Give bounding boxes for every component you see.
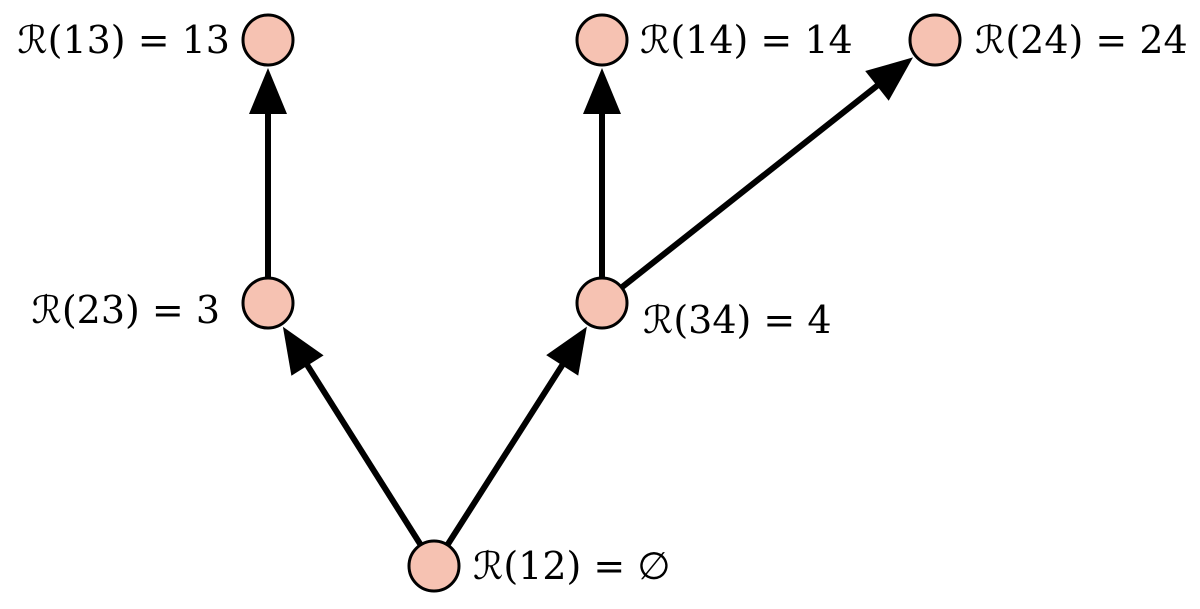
arrowhead-r23-to-r13 bbox=[249, 68, 287, 114]
node-label-r23: ℛ(23) = 3 bbox=[32, 288, 221, 332]
nodes-layer bbox=[241, 13, 962, 593]
arrowhead-r34-to-r24 bbox=[865, 57, 913, 101]
node-r34 bbox=[575, 276, 629, 330]
node-r13 bbox=[241, 13, 295, 67]
node-label-r12: ℛ(12) = ∅ bbox=[473, 544, 670, 588]
node-r14 bbox=[575, 13, 629, 67]
node-label-r24: ℛ(24) = 24 bbox=[975, 18, 1188, 62]
edge-r12-to-r34 bbox=[444, 360, 567, 547]
node-r23 bbox=[241, 276, 295, 330]
arrowhead-r12-to-r34 bbox=[546, 326, 587, 376]
node-label-r34: ℛ(34) = 4 bbox=[643, 298, 832, 342]
arrowhead-r34-to-r14 bbox=[583, 68, 621, 114]
edges-layer bbox=[249, 57, 913, 547]
node-label-r13: ℛ(13) = 13 bbox=[17, 18, 230, 62]
node-r24 bbox=[908, 13, 962, 67]
edge-r34-to-r24 bbox=[619, 81, 882, 290]
arrowhead-r12-to-r23 bbox=[282, 326, 324, 376]
node-label-r14: ℛ(14) = 14 bbox=[640, 18, 853, 62]
edge-r12-to-r23 bbox=[302, 360, 424, 547]
labels-layer: ℛ(13) = 13 ℛ(14) = 14 ℛ(24) = 24 ℛ(23) = 3 ℛ… bbox=[17, 18, 1187, 588]
node-r12 bbox=[407, 539, 461, 593]
